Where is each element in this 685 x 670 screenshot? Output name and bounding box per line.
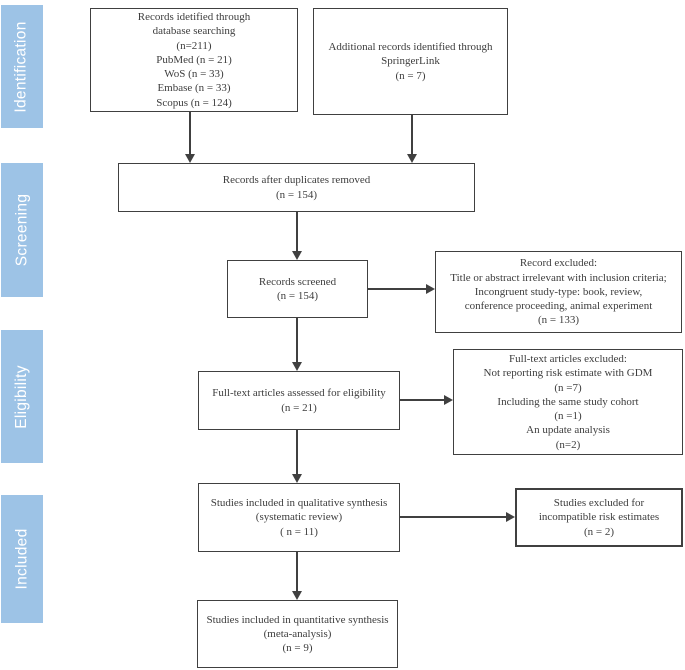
- box-qualitative-synthesis: Studies included in qualitative synthesi…: [198, 483, 400, 552]
- connector-springer-to-duplicates: [411, 115, 413, 155]
- box-records-screened: Records screened (n = 154): [227, 260, 368, 318]
- box-records-excluded: Record excluded: Title or abstract irrel…: [435, 251, 682, 333]
- stage-band-screening: Screening: [1, 163, 43, 297]
- box-database-search: Records idetified through database searc…: [90, 8, 298, 112]
- stage-label-identification: Identification: [13, 20, 31, 113]
- box-fulltext-excluded: Full-text articles excluded: Not reporti…: [453, 349, 683, 455]
- arrowhead-db-to-duplicates: [185, 154, 195, 163]
- connector-qualitative-to-quantitative: [296, 552, 298, 591]
- connector-screened-to-fulltext: [296, 318, 298, 362]
- connector-duplicates-to-screened: [296, 212, 298, 252]
- arrowhead-duplicates-to-screened: [292, 251, 302, 260]
- connector-db-to-duplicates: [189, 112, 191, 155]
- connector-screened-to-excluded: [368, 288, 426, 290]
- connector-fulltext-to-qualitative: [296, 430, 298, 474]
- arrowhead-qualitative-to-excluded: [506, 512, 515, 522]
- arrowhead-qualitative-to-quantitative: [292, 591, 302, 600]
- box-fulltext-assessed: Full-text articles assessed for eligibil…: [198, 371, 400, 430]
- connector-fulltext-to-excluded: [400, 399, 444, 401]
- box-excluded-incompatible: Studies excluded for incompatible risk e…: [515, 488, 683, 547]
- stage-label-eligibility: Eligibility: [13, 364, 31, 429]
- arrowhead-screened-to-fulltext: [292, 362, 302, 371]
- stage-label-included: Included: [13, 528, 31, 590]
- box-springerlink: Additional records identified through Sp…: [313, 8, 508, 115]
- stage-label-screening: Screening: [13, 193, 30, 267]
- arrowhead-fulltext-to-excluded: [444, 395, 453, 405]
- arrowhead-fulltext-to-qualitative: [292, 474, 302, 483]
- arrowhead-screened-to-excluded: [426, 284, 435, 294]
- arrowhead-springer-to-duplicates: [407, 154, 417, 163]
- stage-band-identification: Identification: [1, 5, 43, 128]
- stage-band-eligibility: Eligibility: [1, 330, 43, 463]
- connector-qualitative-to-excluded: [400, 516, 506, 518]
- box-duplicates-removed: Records after duplicates removed (n = 15…: [118, 163, 475, 212]
- box-quantitative-synthesis: Studies included in quantitative synthes…: [197, 600, 398, 668]
- stage-band-included: Included: [1, 495, 43, 623]
